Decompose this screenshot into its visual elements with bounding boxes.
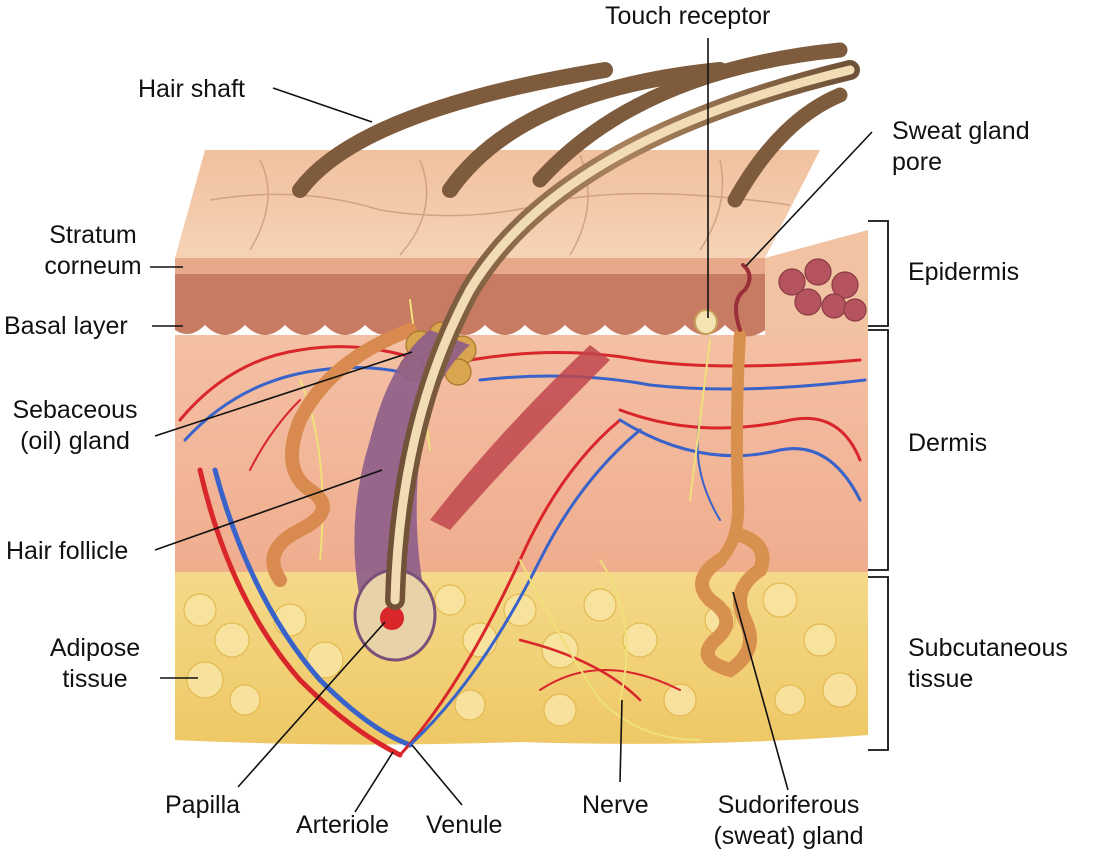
blood-vessels [178, 345, 867, 758]
label-basal-layer: Basal layer [4, 312, 128, 340]
stratum-corneum-band [175, 258, 765, 274]
dermis-layer [175, 335, 868, 572]
leader-sudoriferous [732, 591, 789, 791]
leader-sebaceous [154, 351, 413, 437]
label-sudoriferous-gland: Sudoriferous(sweat) gland [713, 791, 864, 850]
leader-hair-shaft [272, 87, 373, 123]
hairs [292, 42, 860, 610]
nerves [299, 299, 711, 741]
sweat-gland [695, 263, 770, 678]
sebaceous-gland-coil [266, 323, 417, 587]
arrector-muscle [430, 345, 610, 530]
papilla-shape [380, 606, 404, 630]
leader-sweat-pore [745, 131, 873, 267]
label-arteriole: Arteriole [296, 811, 390, 839]
label-touch-receptor: Touch receptor [605, 2, 771, 30]
label-epidermis: Epidermis [908, 258, 1020, 286]
label-venule: Venule [426, 811, 503, 839]
label-dermis: Dermis [908, 429, 988, 457]
touch-receptor-shape [694, 309, 718, 335]
epidermis-bracket [868, 220, 889, 327]
dermis-bracket [868, 329, 889, 571]
label-sebaceous-gland: Sebaceous(oil) gland [12, 396, 138, 455]
label-papilla: Papilla [165, 791, 241, 819]
label-hair-follicle: Hair follicle [6, 537, 129, 565]
leader-hair-follicle [154, 469, 383, 551]
label-hair-shaft: Hair shaft [138, 75, 245, 103]
gland-cluster [778, 258, 867, 322]
leader-nerve [619, 699, 623, 783]
leader-venule [411, 744, 463, 806]
subcutaneous-bracket [868, 576, 889, 751]
skin-surface [175, 150, 820, 258]
leader-lines [150, 38, 873, 813]
leader-papilla [237, 621, 386, 788]
label-nerve: Nerve [582, 791, 649, 819]
layer-brackets [868, 220, 889, 751]
leader-arteriole [354, 751, 394, 813]
